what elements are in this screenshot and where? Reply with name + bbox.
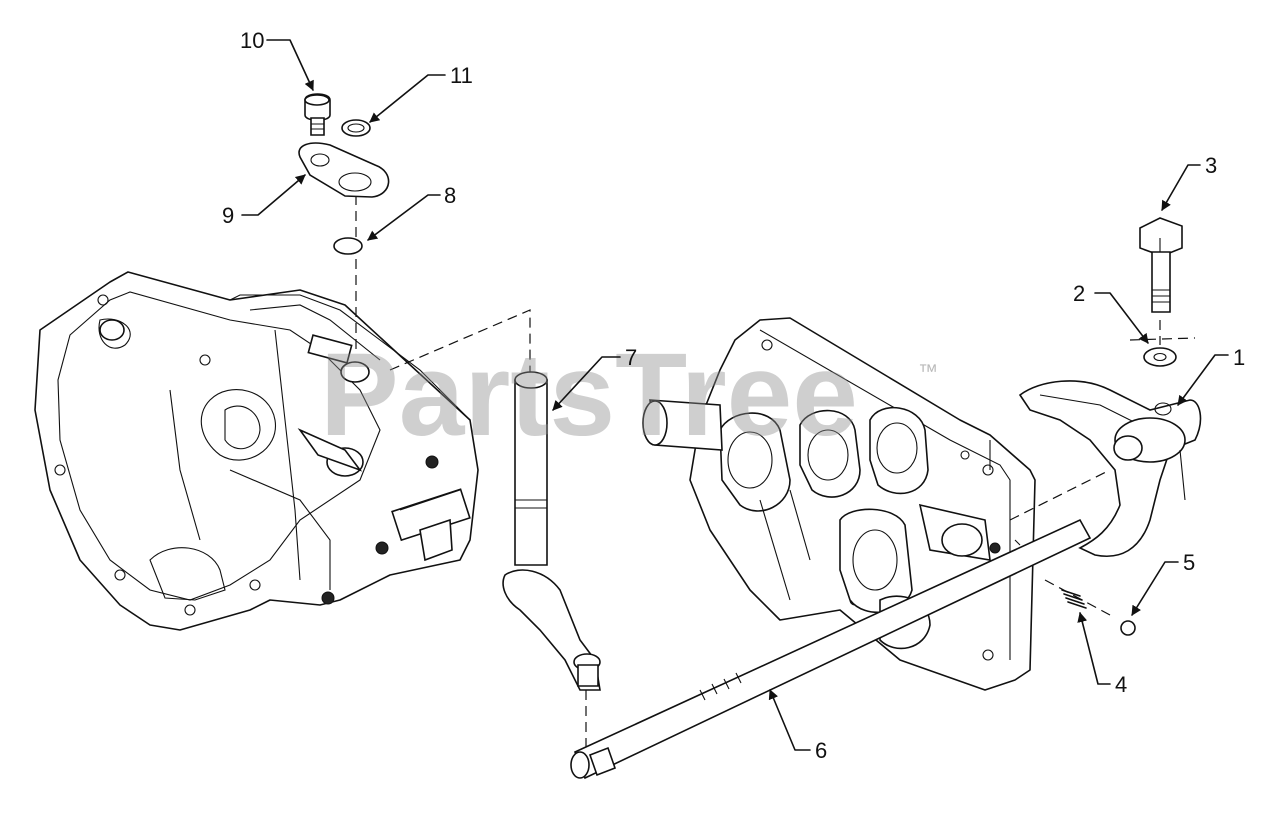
part-11-o-ring bbox=[341, 119, 371, 137]
callout-9-label: 9 bbox=[222, 203, 234, 228]
callout-10-label: 10 bbox=[240, 28, 264, 53]
part-1-shift-fork bbox=[1018, 380, 1202, 557]
callout-2-label: 2 bbox=[1073, 281, 1085, 306]
callout-2: 2 bbox=[1073, 281, 1149, 344]
part-7-shift-arm bbox=[502, 371, 601, 691]
callout-3: 3 bbox=[1161, 153, 1217, 211]
part-10-screw bbox=[304, 93, 331, 136]
watermark-trademark: ™ bbox=[918, 361, 938, 383]
callout-3-label: 3 bbox=[1205, 153, 1217, 178]
part-8-o-ring bbox=[333, 237, 363, 255]
callout-7: 7 bbox=[552, 345, 637, 411]
callout-7-label: 7 bbox=[625, 345, 637, 370]
callout-8: 8 bbox=[367, 183, 456, 241]
callout-1-label: 1 bbox=[1233, 345, 1245, 370]
partstree-watermark: PartsTree ™ bbox=[320, 329, 938, 461]
callout-6-label: 6 bbox=[815, 738, 827, 763]
callout-4-label: 4 bbox=[1115, 672, 1127, 697]
callout-8-label: 8 bbox=[444, 183, 456, 208]
callout-5-label: 5 bbox=[1183, 550, 1195, 575]
part-2-washer bbox=[1143, 347, 1177, 367]
callout-9: 9 bbox=[222, 174, 306, 228]
part-9-plate bbox=[298, 142, 390, 198]
part-4-spring bbox=[1061, 589, 1087, 609]
callout-6: 6 bbox=[768, 689, 827, 763]
callout-5: 5 bbox=[1131, 550, 1195, 616]
callout-4: 4 bbox=[1077, 612, 1127, 697]
callout-11-label: 11 bbox=[450, 63, 473, 88]
watermark-text: PartsTree bbox=[320, 329, 858, 461]
part-3-bolt bbox=[1139, 217, 1183, 313]
callout-11: 11 bbox=[369, 63, 473, 123]
left-housing-part bbox=[34, 271, 479, 631]
right-housing-part bbox=[642, 317, 1036, 691]
callout-1: 1 bbox=[1177, 345, 1245, 406]
callout-10: 10 bbox=[240, 28, 314, 91]
part-6-shift-rod bbox=[570, 518, 1092, 780]
part-5-ball bbox=[1120, 620, 1136, 636]
assembly-guide-lines bbox=[355, 195, 1196, 750]
